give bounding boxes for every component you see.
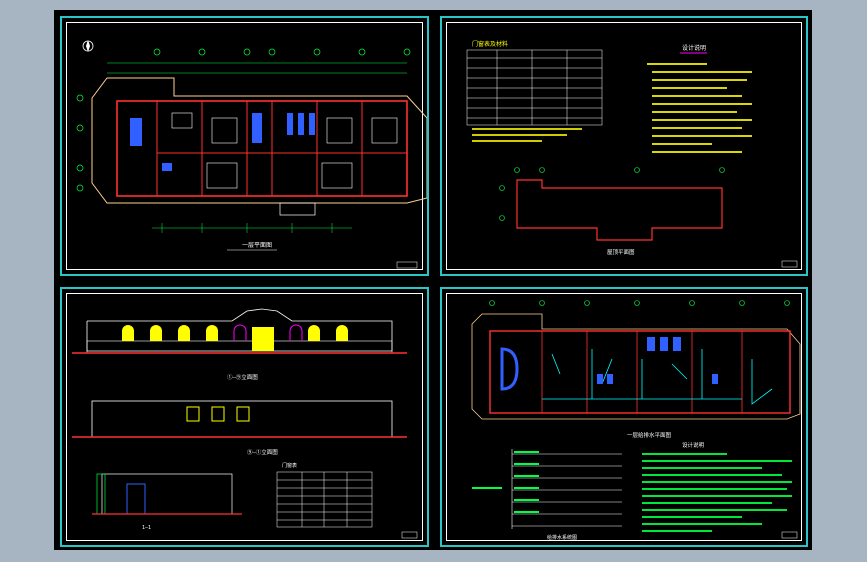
floor-plan-drawing: 一层平面图 [76,40,427,269]
plumbing-notes-title: 设计说明 [682,441,705,449]
plumbing-plan-caption: 一层给排水平面图 [627,431,672,439]
sheet-plumbing[interactable]: 一层给排水平面图 给排水系统图 设计说明 [440,287,808,547]
floor-plan-caption: 一层平面图 [242,242,272,249]
system-diagram-caption: 给排水系统图 [547,534,577,541]
notes-drawing: 门窗表及材料 设计说明 [466,40,798,268]
sheet-frame [66,22,423,270]
rear-elevation-caption: ⑨—①立面图 [247,448,278,456]
roof-plan-caption: 屋顶平面图 [607,248,635,256]
section-caption: 1—1 [142,525,151,531]
plumbing-drawing: 一层给排水平面图 给排水系统图 设计说明 [471,300,801,541]
sheet-notes[interactable]: 门窗表及材料 设计说明 [440,16,808,276]
sheet-frame [446,293,802,541]
elevations-drawing: ①—⑨立面图 ⑨—①立面图 1—1 门窗表 [72,308,418,539]
design-notes-title: 设计说明 [682,44,706,52]
door-window-table-title: 门窗表及材料 [472,40,508,48]
sheet-frame [66,293,423,541]
elevation-table-title: 门窗表 [282,462,297,469]
sheet-frame [446,22,802,270]
cad-model-space[interactable]: 一层平面图 门窗表及材料 设计说明 [54,10,812,550]
sheet-elevations[interactable]: ①—⑨立面图 ⑨—①立面图 1—1 门窗表 [60,287,429,547]
front-elevation-caption: ①—⑨立面图 [227,373,258,381]
sheet-floor-plan[interactable]: 一层平面图 [60,16,429,276]
